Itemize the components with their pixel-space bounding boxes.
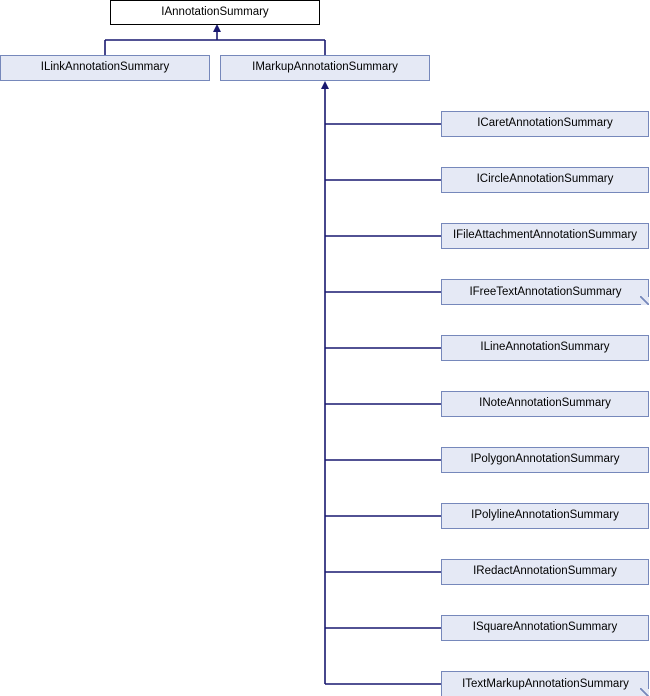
node-isquareannotationsummary[interactable]: ISquareAnnotationSummary [441,615,649,641]
node-ilinkannotationsummary[interactable]: ILinkAnnotationSummary [0,55,210,81]
node-ifileattachmentannotationsummary[interactable]: IFileAttachmentAnnotationSummary [441,223,649,249]
node-label: IRedactAnnotationSummary [473,565,617,578]
node-label: ICircleAnnotationSummary [476,173,614,186]
node-imarkupannotationsummary[interactable]: IMarkupAnnotationSummary [220,55,430,81]
node-ifreetextannotationsummary[interactable]: IFreeTextAnnotationSummary [441,279,649,305]
edge-markup-to-children [321,81,441,685]
node-label: INoteAnnotationSummary [479,397,611,410]
node-inoteannotationsummary[interactable]: INoteAnnotationSummary [441,391,649,417]
node-label: IAnnotationSummary [161,5,269,18]
node-itextmarkupannotationsummary[interactable]: ITextMarkupAnnotationSummary [441,671,649,696]
node-label: IPolylineAnnotationSummary [471,509,619,522]
node-label: ICaretAnnotationSummary [477,117,613,130]
node-icaretannotationsummary[interactable]: ICaretAnnotationSummary [441,111,649,137]
node-label: ITextMarkupAnnotationSummary [462,677,629,690]
node-label: ILinkAnnotationSummary [40,61,170,74]
node-ilineannotationsummary[interactable]: ILineAnnotationSummary [441,335,649,361]
node-label: IFileAttachmentAnnotationSummary [452,229,638,242]
node-iredactannotationsummary[interactable]: IRedactAnnotationSummary [441,559,649,585]
node-label: IPolygonAnnotationSummary [470,453,620,466]
node-ipolygonannotationsummary[interactable]: IPolygonAnnotationSummary [441,447,649,473]
node-icircleannotationsummary[interactable]: ICircleAnnotationSummary [441,167,649,193]
node-label: ILineAnnotationSummary [480,341,610,354]
node-ipolylineannotationsummary[interactable]: IPolylineAnnotationSummary [441,503,649,529]
node-label: IMarkupAnnotationSummary [252,61,398,74]
edge-root-to-level2 [104,24,326,55]
node-label: IFreeTextAnnotationSummary [469,285,622,298]
node-label: ISquareAnnotationSummary [472,621,618,634]
node-iannotationsummary[interactable]: IAnnotationSummary [110,0,320,25]
